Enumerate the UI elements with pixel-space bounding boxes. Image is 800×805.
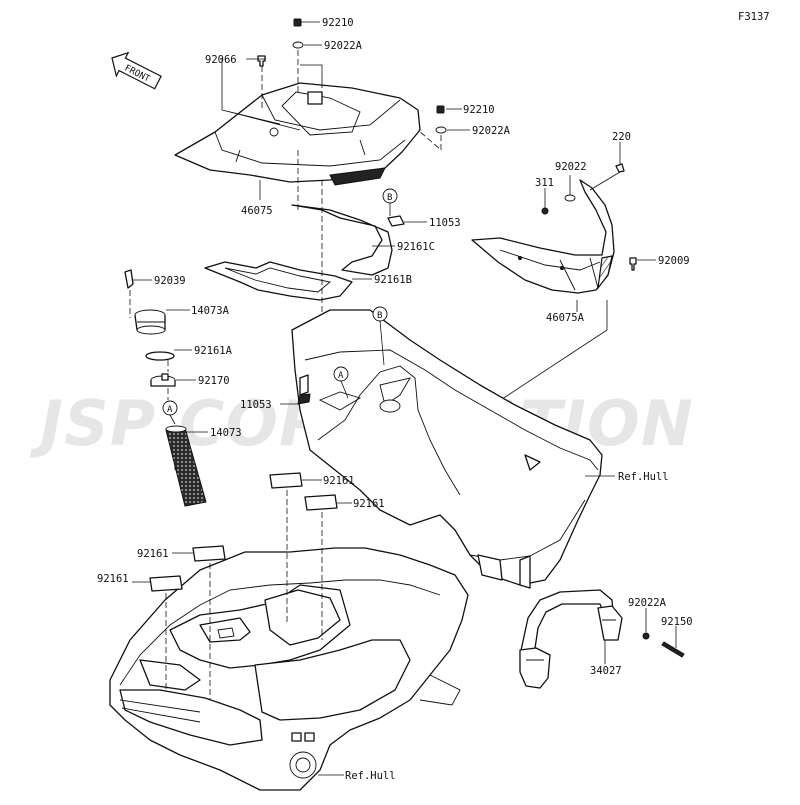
label-220: 220 [612, 131, 631, 143]
label-92161-c: 92161 [137, 548, 169, 560]
label-92161-d: 92161 [97, 573, 129, 585]
callout-a-hull-label: A [338, 371, 344, 381]
fitting-14073A [134, 309, 166, 335]
label-92022A-top: 92022A [324, 40, 363, 52]
label-92161B: 92161B [374, 274, 412, 286]
label-92150: 92150 [661, 616, 693, 628]
bolt-92150 [661, 641, 685, 658]
cover-46075A [471, 179, 615, 294]
label-92039: 92039 [154, 275, 186, 287]
clamp-92039 [124, 269, 134, 289]
pad-92161-a [269, 472, 303, 489]
callout-a-left-label: A [167, 405, 173, 415]
label-92022: 92022 [555, 161, 587, 173]
front-arrow-icon: FRONT [111, 51, 162, 90]
washer-92022A-mid [435, 126, 447, 134]
washer-92022A-top [292, 41, 304, 49]
label-92161-b: 92161 [353, 498, 385, 510]
gasket-92161B [204, 261, 353, 301]
pad-92161-b [304, 494, 338, 511]
ring-92161A [145, 351, 175, 361]
label-92022A-mid: 92022A [472, 125, 511, 137]
label-14073: 14073 [210, 427, 242, 439]
hose-14073 [165, 425, 207, 507]
label-11053-upper: 11053 [429, 217, 461, 229]
label-92161C: 92161C [397, 241, 435, 253]
nut-311 [541, 207, 549, 215]
label-92161-a: 92161 [323, 475, 355, 487]
handle-34027 [519, 589, 623, 689]
screw-92009 [629, 257, 637, 271]
label-14073A: 14073A [191, 305, 230, 317]
bolt-92210-mid [436, 105, 445, 114]
bolt-220 [615, 163, 625, 173]
label-92009: 92009 [658, 255, 690, 267]
washer-92022A-low [642, 632, 650, 640]
bolt-92210-top [293, 18, 302, 27]
cover-46075 [174, 82, 421, 186]
hull-upper [291, 309, 603, 589]
diagram-id: F3137 [738, 11, 770, 23]
callout-b-upper-label: B [387, 193, 392, 203]
gasket-92161C [291, 204, 393, 276]
pad-92161-c [192, 545, 226, 562]
callout-b-hull-label: B [377, 311, 382, 321]
label-46075: 46075 [241, 205, 273, 217]
label-46075A: 46075A [546, 312, 585, 324]
washer-92022 [564, 194, 576, 202]
label-92170: 92170 [198, 375, 230, 387]
label-92210-mid: 92210 [463, 104, 495, 116]
clip-11053-upper [387, 215, 405, 227]
label-11053-lower: 11053 [240, 399, 272, 411]
label-ref-hull-1: Ref.Hull [618, 471, 669, 483]
label-92210-top: 92210 [322, 17, 354, 29]
label-92022A-low: 92022A [628, 597, 667, 609]
label-311: 311 [535, 177, 554, 189]
label-92161A: 92161A [194, 345, 233, 357]
label-92066: 92066 [205, 54, 237, 66]
hull-lower [109, 547, 469, 791]
bolt-92066 [257, 55, 266, 67]
pad-92161-d [149, 575, 183, 592]
label-ref-hull-2: Ref.Hull [345, 770, 396, 782]
clip-11053-lower [299, 374, 309, 396]
label-34027: 34027 [590, 665, 622, 677]
clamp-92170 [150, 373, 176, 387]
